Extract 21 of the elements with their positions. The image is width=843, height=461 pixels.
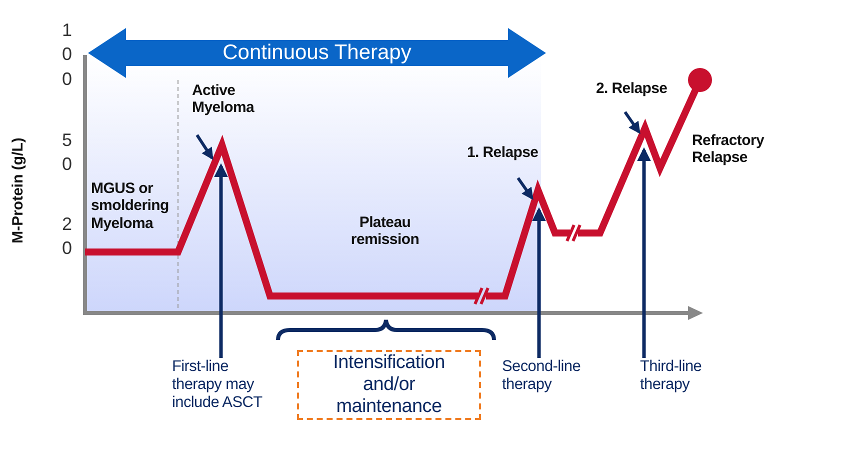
annotation-text: 2. Relapse [596, 80, 676, 98]
axis-title: M-Protein (g/L) [9, 138, 26, 244]
arrow [532, 207, 546, 358]
axis-tick-label: 100 [62, 19, 72, 91]
arrow [516, 177, 534, 200]
axis-tick-label: 50 [62, 129, 72, 176]
arrow [637, 147, 651, 358]
arrow [624, 111, 640, 134]
dashed-label-box: Intensification and/or maintenance [297, 350, 481, 420]
annotation-text: 1. Relapse [467, 144, 547, 162]
annotation-text: Second-line therapy [502, 358, 612, 394]
axis-tick-label: 20 [62, 213, 72, 260]
annotation-text: Refractory Relapse [692, 132, 782, 166]
arrow [196, 134, 214, 160]
annotation-text: MGUS or smoldering Myeloma [91, 180, 186, 232]
annotation-text: Active Myeloma [192, 82, 258, 116]
annotation-text: Plateau remission [340, 214, 430, 248]
double-arrow-banner: Continuous Therapy [88, 28, 546, 78]
annotation-text: First-line therapy may include ASCT [172, 358, 270, 412]
arrow [214, 163, 228, 358]
annotation-text: Third-line therapy [640, 358, 740, 394]
